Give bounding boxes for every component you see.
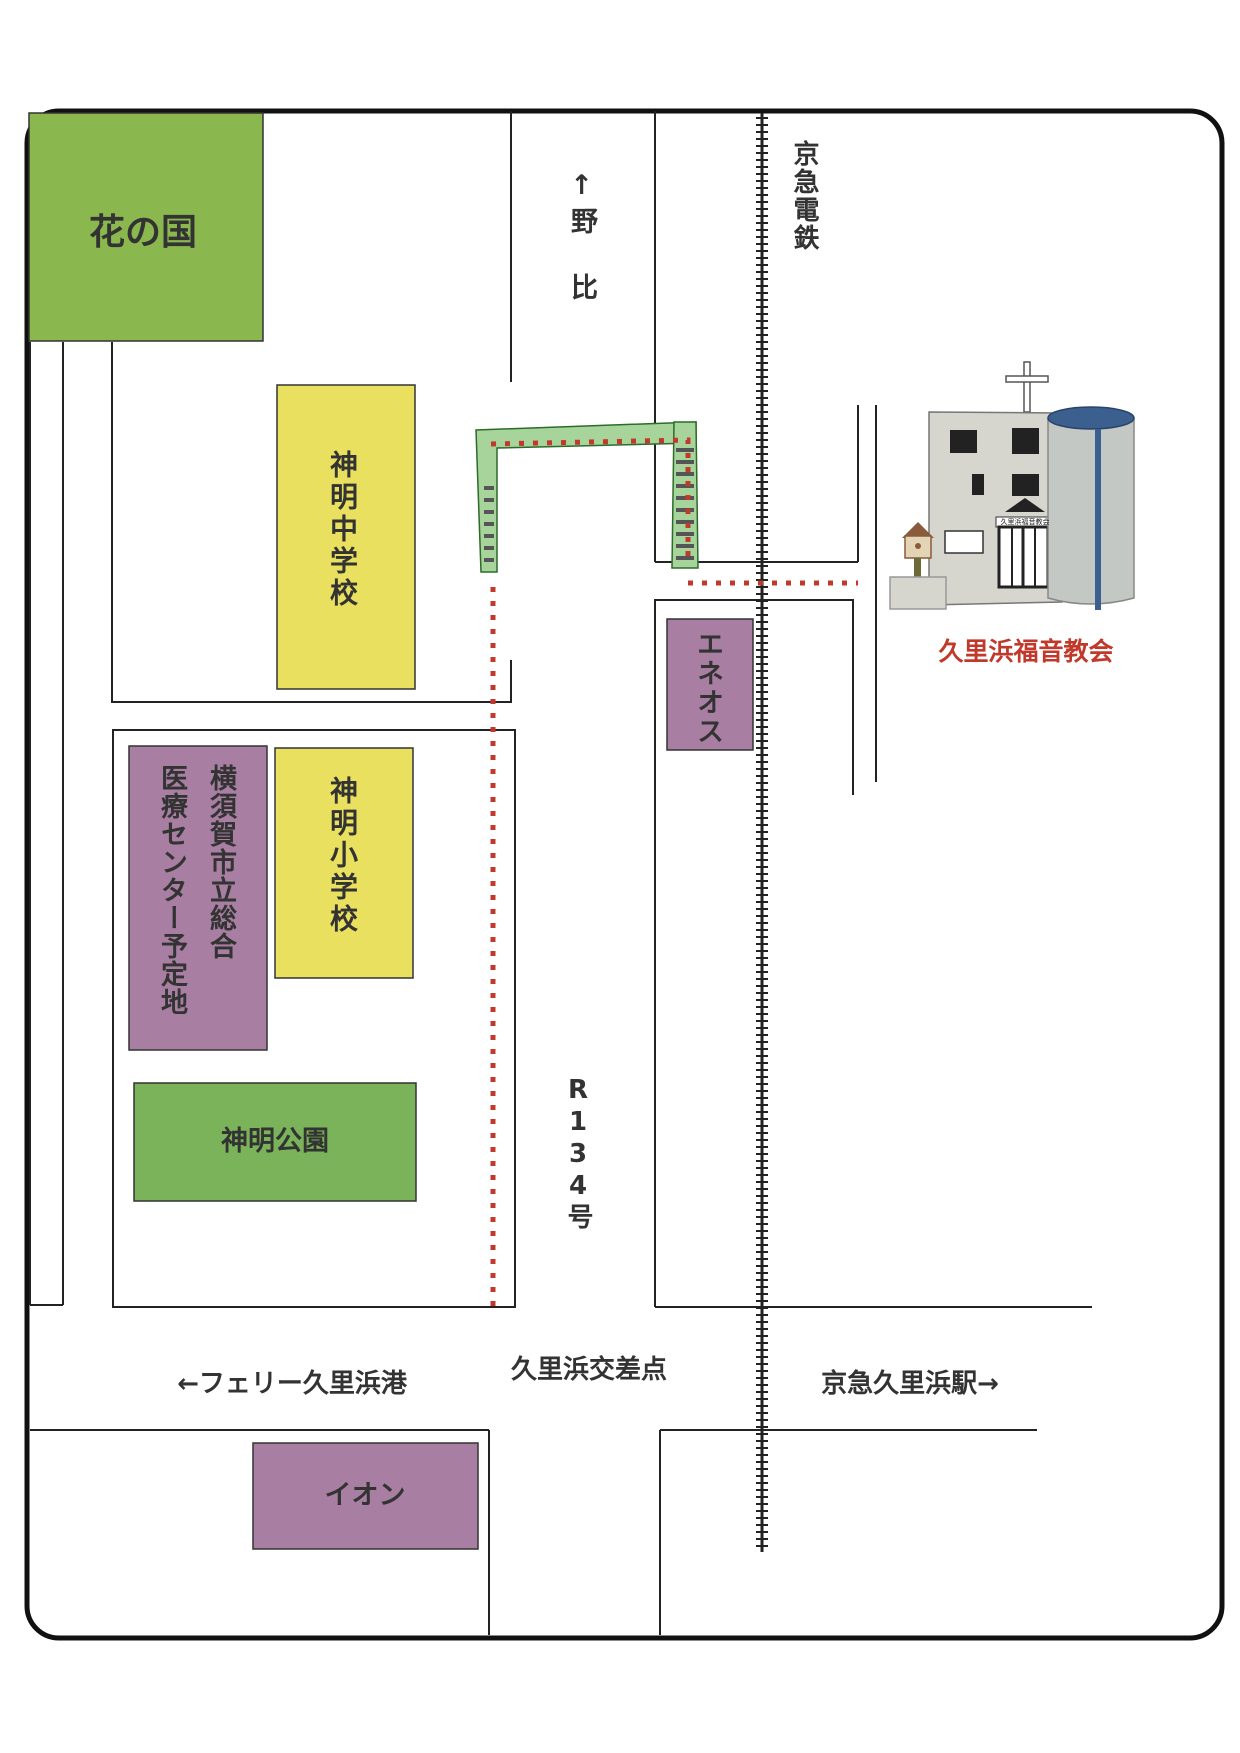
hananokuni-block [28,112,264,342]
medical-center-block [128,745,268,1051]
nobi-direction-label: ↑野 比 [566,170,597,306]
railway-keikyu [756,113,768,1552]
medical-center-label-line2: 医療センター予定地 [156,764,187,1016]
aeon-label: イオン [325,1480,406,1511]
shinmei-park-label: 神明公園 [221,1126,329,1157]
shinmei-park-block [133,1082,417,1202]
eneos-block [666,618,754,751]
church-label: 久里浜福音教会 [938,637,1113,666]
eneos-label: エネオス [692,630,723,746]
shinmei-elementary-label: 神明小学校 [326,776,359,936]
shinmei-junior-high-block [276,384,416,690]
church-building [889,361,1135,610]
church-sign-text: 久里浜福音教会 [1001,517,1050,526]
pedestrian-bridge [475,421,699,573]
shinmei-elementary-block [274,747,414,979]
road-lines [29,111,1092,1635]
hananokuni-label: 花の国 [89,212,197,253]
intersection-label: 久里浜交差点 [511,1354,667,1385]
aeon-block [252,1442,479,1550]
route-134-label: R134号 [563,1075,593,1231]
station-direction-label: 京急久里浜駅→ [821,1368,999,1399]
medical-center-label-line1: 横須賀市立総合 [205,764,236,960]
walking-route [490,437,858,1306]
ferry-direction-label: ←フェリー久里浜港 [177,1369,408,1399]
shinmei-junior-high-label: 神明中学校 [326,450,359,610]
keikyu-line-label: 京急電鉄 [789,140,819,252]
